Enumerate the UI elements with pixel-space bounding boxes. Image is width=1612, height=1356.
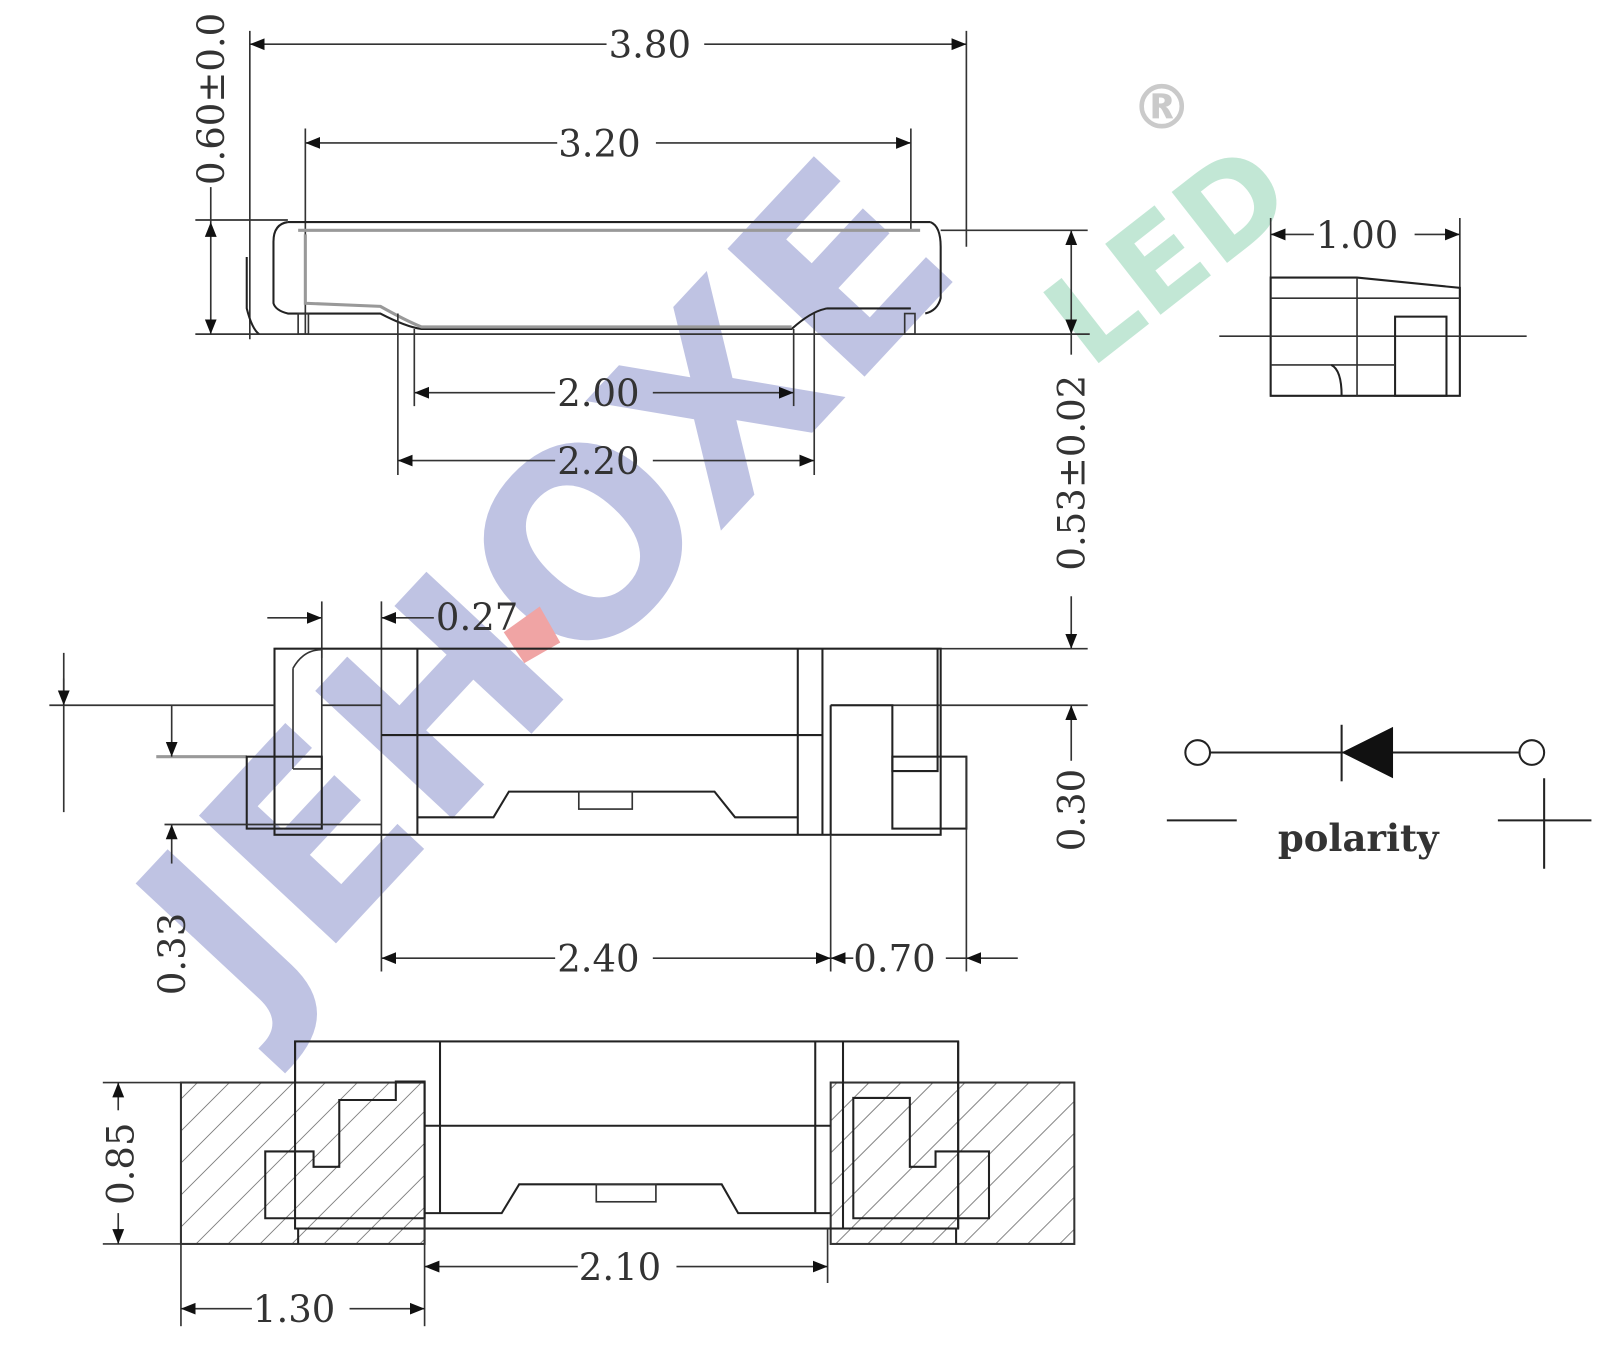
dim-0-27: 0.27 xyxy=(436,596,518,639)
watermark-led: LED xyxy=(1020,117,1318,394)
diode-icon xyxy=(1340,724,1394,782)
dim-0-60: 0.60±0.0 xyxy=(190,13,233,185)
dim-0-30: 0.30 xyxy=(1051,769,1094,851)
dim-0-53: 0.53±0.02 xyxy=(1051,375,1094,571)
plus-sign-icon xyxy=(1497,778,1592,869)
polarity-label: polarity xyxy=(1278,816,1440,860)
middle-view: 0.27 0.33 0.30 2.40 0 xyxy=(49,596,1094,995)
dim-3-80: 3.80 xyxy=(609,24,691,67)
dim-1-00: 1.00 xyxy=(1316,214,1398,257)
dim-0-70: 0.70 xyxy=(853,938,935,981)
registered-mark: ® xyxy=(1131,72,1193,144)
dim-3-20: 3.20 xyxy=(558,122,640,165)
polarity-negative: — xyxy=(1167,747,1204,790)
side-view: 1.00 xyxy=(1219,214,1527,397)
dim-2-00: 2.00 xyxy=(557,372,639,415)
dim-0-33: 0.33 xyxy=(151,913,194,995)
top-view: 3.80 3.20 0.60±0.0 2.00 2.20 0.53±0.02 xyxy=(190,13,1093,571)
dim-2-40: 2.40 xyxy=(557,938,639,981)
dim-1-30: 1.30 xyxy=(253,1288,335,1331)
dim-0-85: 0.85 xyxy=(100,1122,143,1204)
dim-2-20: 2.20 xyxy=(557,440,639,483)
polarity-symbol: — + polarity xyxy=(1166,724,1612,869)
footprint-view: 0.85 2.10 1.30 xyxy=(100,1040,1076,1331)
dim-2-10: 2.10 xyxy=(579,1246,661,1289)
cathode-terminal-icon xyxy=(1518,739,1546,766)
polarity-positive: + xyxy=(1583,747,1612,790)
watermark-brand: JEHOXE xyxy=(72,106,1010,1081)
